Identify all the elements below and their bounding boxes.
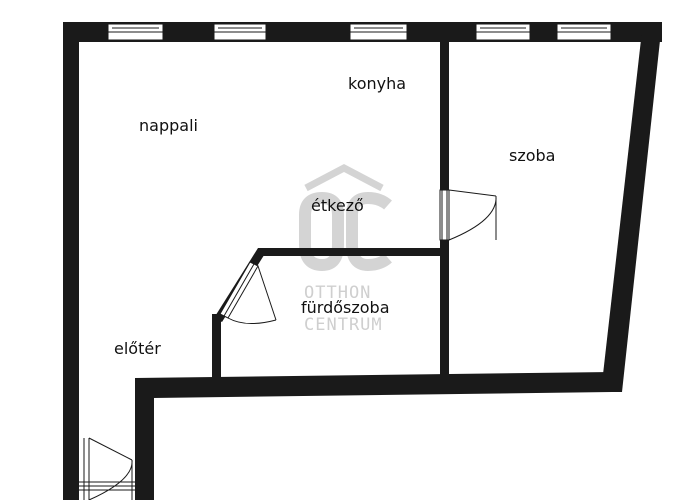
partition-wall-upper	[440, 42, 449, 190]
doors	[79, 189, 497, 500]
room-labels: nappali konyha szoba étkező fürdőszoba e…	[114, 74, 555, 358]
right-wall	[601, 22, 662, 392]
entrance-door	[79, 437, 135, 500]
lower-right-wall	[135, 378, 154, 500]
window-4	[475, 23, 531, 41]
window-5	[556, 23, 612, 41]
label-furdoszoba: fürdőszoba	[301, 298, 390, 317]
bathroom-left-wall	[212, 314, 221, 380]
label-szoba: szoba	[509, 146, 555, 165]
bathroom-top-wall	[258, 248, 449, 256]
watermark-line-2: CENTRUM	[304, 315, 383, 335]
window-2	[213, 23, 267, 41]
bottom-wall	[135, 372, 612, 398]
partition-wall-lower	[440, 240, 449, 376]
label-etkezo: étkező	[311, 196, 364, 215]
window-3	[349, 23, 408, 41]
left-wall	[63, 22, 79, 500]
watermark-line-1: OTTHON	[304, 283, 371, 303]
room-door	[439, 189, 497, 241]
label-nappali: nappali	[139, 116, 198, 135]
bathroom-door	[219, 261, 277, 324]
windows	[107, 23, 612, 41]
label-eloter: előtér	[114, 339, 161, 358]
label-konyha: konyha	[348, 74, 406, 93]
window-1	[107, 23, 164, 41]
